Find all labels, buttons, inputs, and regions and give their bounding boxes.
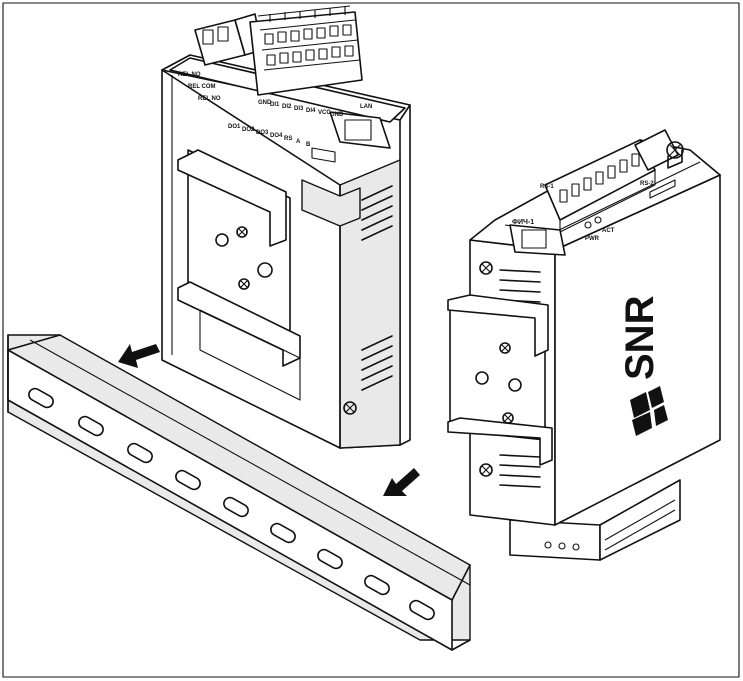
io-terminal-block bbox=[249, 5, 363, 96]
t2-label-3: DO4 bbox=[270, 133, 283, 139]
vents-upper bbox=[361, 185, 393, 241]
rs2-label: RS-2 bbox=[640, 181, 654, 187]
t1-label-2: DI2 bbox=[282, 104, 292, 110]
arrow-left-icon bbox=[118, 344, 160, 368]
relay-labels: REL NO REL COM REL NO bbox=[178, 72, 221, 102]
status-leds: PWR ACT bbox=[584, 216, 615, 242]
terminal-labels-row1: GND DI1 DI2 DI3 DI4 VCC GND bbox=[258, 100, 344, 118]
left-module: LAN REL NO REL COM REL NO GND DI1 DI2 DI… bbox=[161, 5, 411, 449]
din-clip-left bbox=[177, 149, 301, 401]
t2-label-2: DO3 bbox=[256, 130, 269, 136]
relay-label-2: REL COM bbox=[188, 84, 216, 90]
din-rail bbox=[7, 334, 471, 651]
t2-label-5: A bbox=[296, 139, 301, 145]
t1-label-4: DI4 bbox=[306, 108, 316, 114]
right-vents-lower bbox=[499, 454, 541, 488]
relay-label-3: REL NO bbox=[198, 96, 221, 102]
rail-slots bbox=[28, 387, 435, 621]
right-port-label: ФИЧ-1 bbox=[512, 219, 534, 226]
din-clip-right bbox=[447, 294, 553, 466]
badge-icon bbox=[311, 147, 336, 163]
t2-label-6: B bbox=[306, 142, 311, 148]
t1-label-6: GND bbox=[330, 112, 344, 118]
pwr-led-icon bbox=[584, 221, 592, 229]
arrow-down-left-icon bbox=[383, 468, 420, 496]
t2-label-4: RS bbox=[284, 136, 292, 142]
t2-label-0: DO1 bbox=[228, 124, 241, 130]
rs1-label: RS-1 bbox=[540, 184, 554, 190]
antenna-connector-icon bbox=[666, 141, 684, 169]
lan-port-left: LAN bbox=[329, 104, 391, 149]
screw-icon bbox=[479, 463, 493, 477]
t2-label-1: DO2 bbox=[242, 127, 255, 133]
led-label-act: ACT bbox=[602, 228, 615, 234]
t1-label-0: GND bbox=[258, 100, 272, 106]
screw-icon bbox=[479, 261, 493, 275]
terminal-labels-row2: DO1 DO2 DO3 DO4 RS A B bbox=[228, 124, 311, 148]
vents-lower bbox=[361, 335, 393, 391]
relay-label-1: REL NO bbox=[178, 72, 201, 78]
act-led-icon bbox=[594, 216, 602, 224]
t1-label-1: DI1 bbox=[270, 102, 280, 108]
right-port: ФИЧ-1 bbox=[509, 219, 566, 256]
screw-icon bbox=[343, 401, 357, 415]
right-module: ФИЧ-1 PWR ACT RS-1 RS-2 bbox=[447, 129, 721, 561]
brand-text: SNR bbox=[618, 295, 662, 380]
snr-logo: SNR bbox=[618, 295, 668, 436]
t1-label-5: VCC bbox=[318, 110, 331, 116]
snr-logo-mark-icon bbox=[630, 386, 668, 436]
latch-tab bbox=[301, 179, 361, 227]
lan-port-label: LAN bbox=[360, 104, 372, 110]
t1-label-3: DI3 bbox=[294, 106, 304, 112]
led-label-pwr: PWR bbox=[585, 236, 600, 242]
